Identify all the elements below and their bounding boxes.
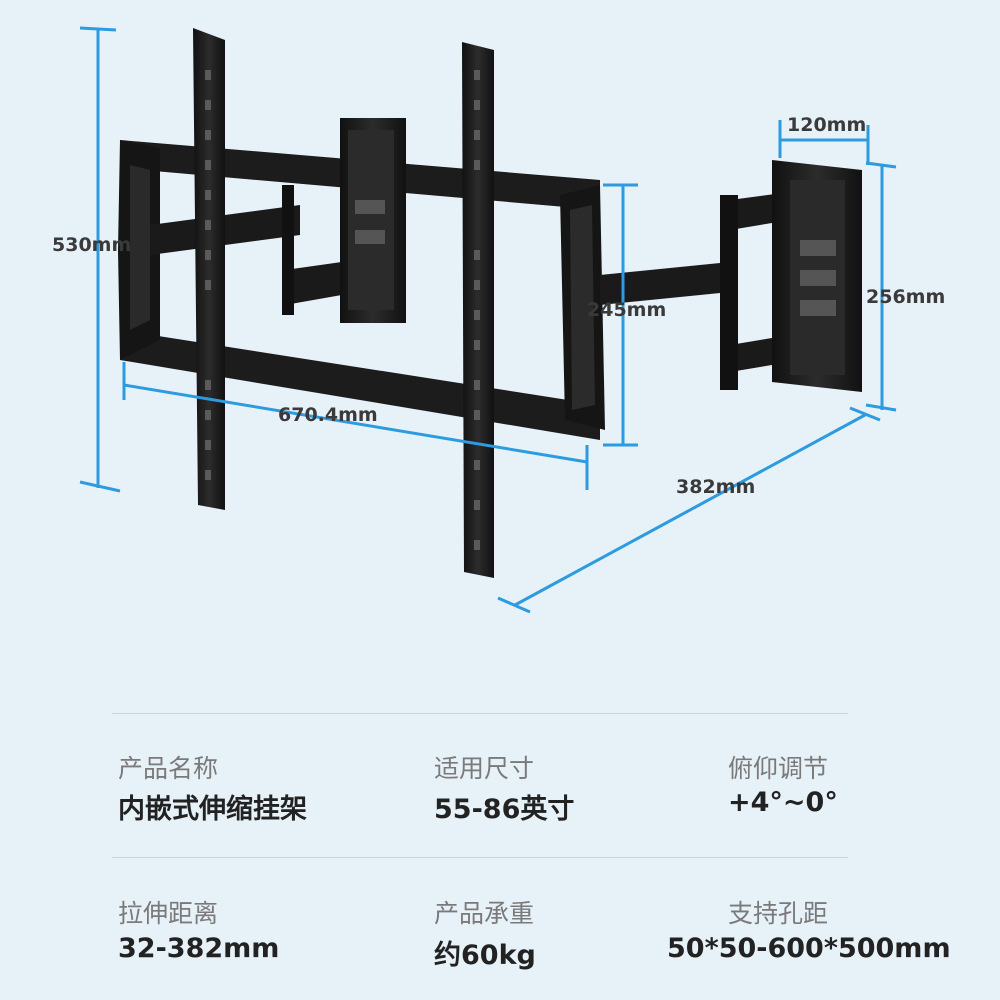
tv-mount-frame — [118, 28, 862, 578]
dim-label-width-bracket: 120mm — [787, 114, 866, 136]
spec-divider-top — [112, 713, 848, 714]
product-dimension-diagram: 530mm 670.4mm 120mm 256mm 245mm 382mm — [52, 26, 945, 614]
spec-label-load: 产品承重 — [434, 899, 535, 928]
spec-value-extension: 32-382mm — [118, 933, 280, 964]
spec-label-vesa: 支持孔距 — [728, 899, 829, 928]
dim-label-extension: 382mm — [676, 476, 755, 498]
spec-value-screen-size: 55-86英寸 — [434, 794, 575, 825]
spec-value-product-name: 内嵌式伸缩挂架 — [118, 794, 307, 825]
spec-divider-middle — [112, 857, 848, 858]
spec-label-product-name: 产品名称 — [118, 754, 219, 783]
dim-label-height-bracket: 256mm — [866, 286, 945, 308]
dim-label-height-inner: 245mm — [587, 299, 666, 321]
spec-label-extension: 拉伸距离 — [118, 899, 219, 928]
dim-label-width-plate: 670.4mm — [278, 404, 378, 426]
spec-value-vesa: 50*50-600*500mm — [667, 933, 951, 964]
dim-label-height-total: 530mm — [52, 234, 131, 256]
spec-value-load: 约60kg — [434, 940, 536, 971]
spec-label-screen-size: 适用尺寸 — [434, 754, 535, 783]
spec-label-tilt: 俯仰调节 — [728, 754, 829, 783]
spec-value-tilt: +4°~0° — [728, 787, 838, 818]
dimension-lines — [79, 26, 897, 614]
